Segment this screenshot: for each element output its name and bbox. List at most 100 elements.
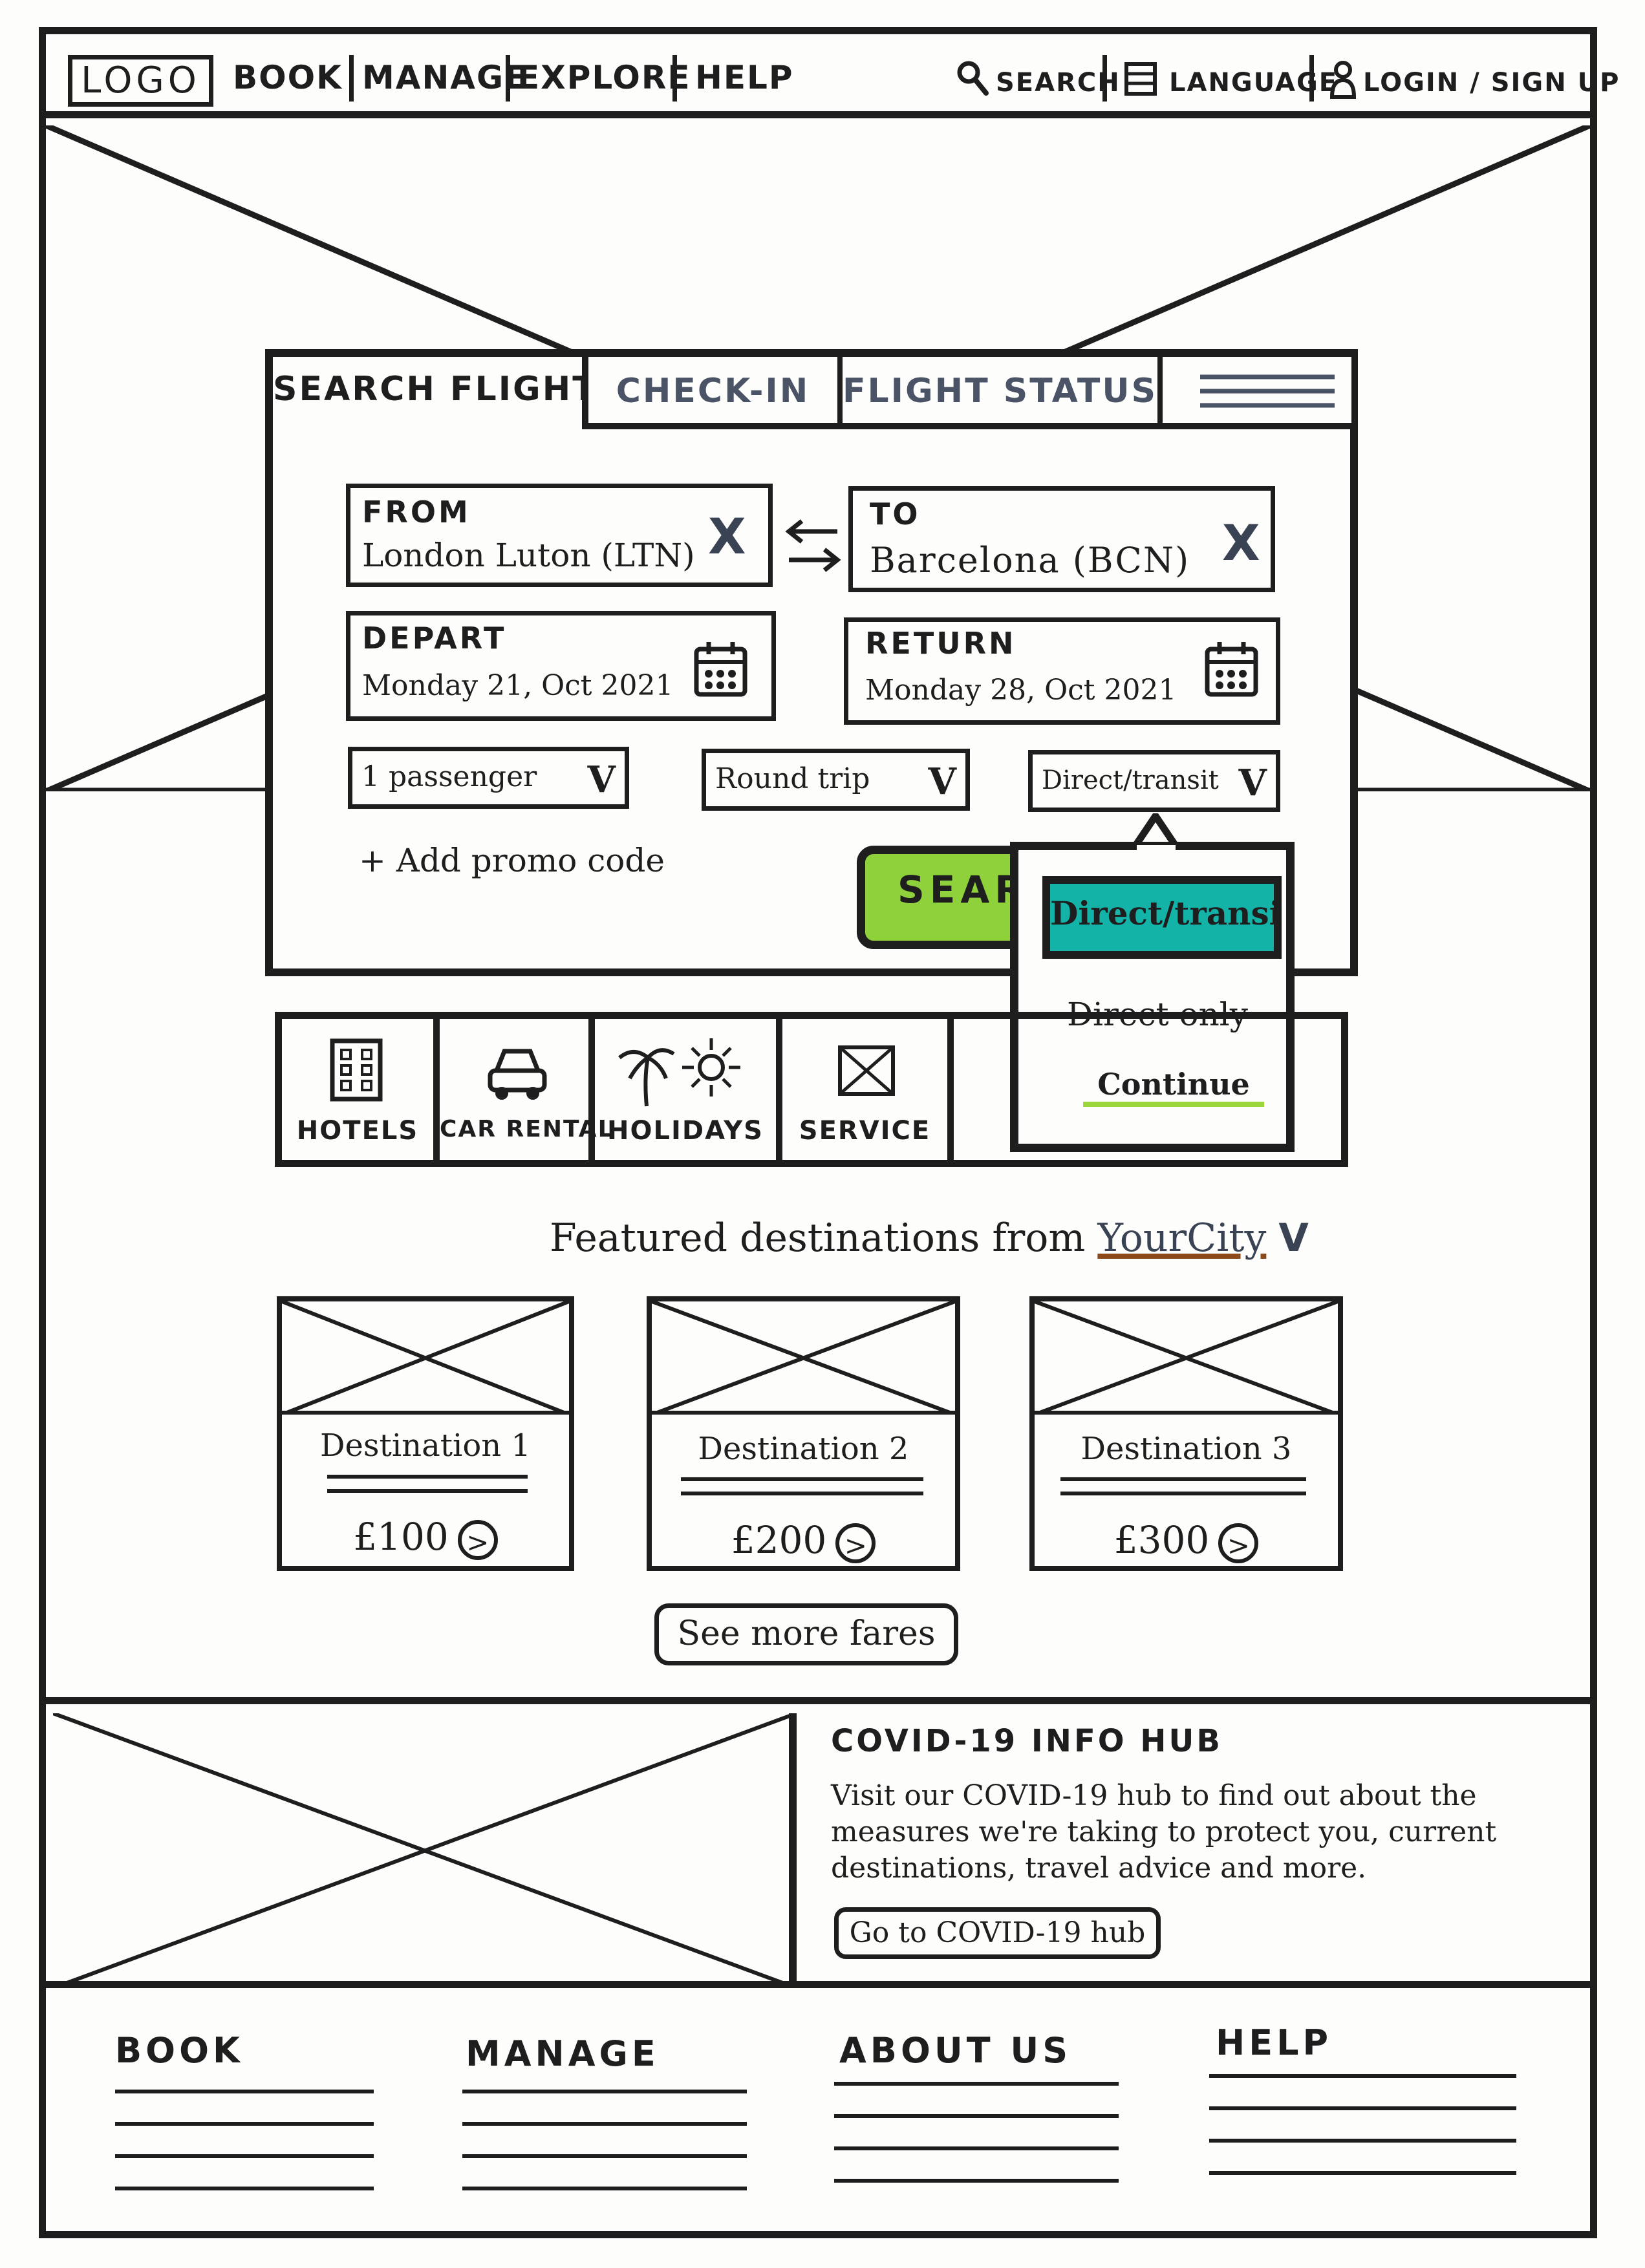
destination-name: Destination 2: [698, 1431, 909, 1467]
footer-heading-about-us[interactable]: ABOUT US: [839, 2030, 1072, 2071]
tab-divider: [1157, 357, 1163, 429]
nav-divider: [1309, 55, 1314, 102]
destination-card[interactable]: Destination 1 £100>: [277, 1296, 574, 1571]
destination-card[interactable]: Destination 2 £200>: [647, 1296, 960, 1571]
clear-to-icon[interactable]: X: [1222, 514, 1260, 572]
passenger-select[interactable]: 1 passenger V: [348, 747, 629, 809]
add-promo-code-link[interactable]: + Add promo code: [359, 842, 665, 879]
footer-heading-manage[interactable]: MANAGE: [466, 2033, 660, 2074]
footer-link-line[interactable]: [1209, 2139, 1516, 2143]
trip-type-select[interactable]: Round trip V: [702, 749, 970, 811]
nav-divider: [1102, 55, 1107, 102]
footer-link-line[interactable]: [834, 2179, 1119, 2183]
arrow-right-icon[interactable]: >: [835, 1523, 876, 1563]
covid-image-placeholder: [53, 1713, 797, 1988]
trip-type-select-value: Round trip: [715, 762, 870, 795]
swap-icon[interactable]: [782, 517, 844, 575]
service-service[interactable]: SERVICE: [782, 1019, 954, 1160]
service-label: SERVICE: [799, 1116, 931, 1146]
dropdown-pointer-join: [1137, 845, 1176, 854]
clear-from-icon[interactable]: X: [708, 508, 746, 565]
tab-check-in[interactable]: CHECK-IN: [616, 372, 810, 411]
search-icon[interactable]: [956, 59, 989, 98]
menu-icon[interactable]: [1196, 372, 1339, 417]
calendar-icon[interactable]: [693, 640, 748, 698]
destination-card[interactable]: Destination 3 £300>: [1029, 1296, 1343, 1571]
destination-name: Destination 1: [320, 1428, 531, 1464]
footer-link-line[interactable]: [462, 2122, 747, 2126]
from-value[interactable]: London Luton (LTN): [362, 537, 695, 574]
depart-label: DEPART: [362, 621, 507, 656]
chevron-down-icon[interactable]: V: [1278, 1215, 1309, 1261]
footer-link-line[interactable]: [462, 2187, 747, 2190]
tab-strip: [582, 357, 1351, 429]
page-frame: [39, 27, 1597, 2238]
footer-link-line[interactable]: [115, 2154, 374, 2158]
arrow-right-icon[interactable]: >: [457, 1519, 498, 1560]
text-line: [1060, 1492, 1306, 1495]
destination-image-placeholder: [1035, 1301, 1338, 1415]
covid-info-section: [46, 1697, 1590, 1988]
service-label: CAR RENTAL: [440, 1116, 614, 1142]
text-line: [1060, 1477, 1306, 1481]
text-line: [327, 1489, 528, 1493]
from-field[interactable]: [346, 484, 773, 587]
car-icon: [485, 1045, 550, 1103]
service-holidays[interactable]: HOLIDAYS: [595, 1019, 782, 1160]
see-more-fares-button[interactable]: See more fares: [654, 1603, 958, 1665]
dropdown-continue-link[interactable]: Continue: [1083, 1067, 1264, 1107]
nav-manage[interactable]: MANAGE: [362, 59, 528, 96]
depart-value[interactable]: Monday 21, Oct 2021: [362, 669, 674, 702]
footer-link-line[interactable]: [115, 2090, 374, 2093]
to-value[interactable]: Barcelona (BCN): [870, 540, 1190, 581]
footer-link-line[interactable]: [462, 2154, 747, 2158]
footer-link-line[interactable]: [834, 2114, 1119, 2118]
to-label: TO: [870, 497, 921, 531]
stops-select[interactable]: Direct/transit V: [1028, 750, 1280, 812]
footer-heading-book[interactable]: BOOK: [115, 2030, 244, 2071]
dropdown-option-direct-transit[interactable]: Direct/transit: [1042, 876, 1282, 959]
user-icon[interactable]: [1329, 59, 1357, 100]
tab-search-flights[interactable]: SEARCH FLIGHTS: [273, 357, 621, 428]
nav-login-signup[interactable]: LOGIN / SIGN UP: [1363, 68, 1620, 98]
to-field[interactable]: [848, 486, 1275, 592]
footer-heading-help[interactable]: HELP: [1216, 2022, 1333, 2063]
services-bar: [275, 1012, 1348, 1167]
footer-link-line[interactable]: [462, 2090, 747, 2093]
palm-sun-icon: [614, 1032, 757, 1109]
calendar-icon[interactable]: [1204, 640, 1259, 698]
chevron-down-icon: V: [587, 758, 616, 801]
from-label: FROM: [362, 495, 471, 530]
footer-link-line[interactable]: [1209, 2106, 1516, 2110]
logo[interactable]: LOGO: [68, 55, 213, 107]
service-label: HOTELS: [296, 1116, 419, 1146]
destination-image-placeholder: [652, 1301, 955, 1415]
nav-explore[interactable]: EXPLORE: [517, 59, 691, 96]
passenger-select-value: 1 passenger: [361, 760, 537, 793]
go-to-covid-hub-button[interactable]: Go to COVID-19 hub: [834, 1907, 1161, 1959]
covid-title: COVID-19 INFO HUB: [831, 1723, 1223, 1759]
footer-link-line[interactable]: [115, 2187, 374, 2190]
footer-link-line[interactable]: [1209, 2171, 1516, 2175]
tab-flight-status[interactable]: FLIGHT STATUS: [843, 372, 1158, 411]
service-car-rental[interactable]: CAR RENTAL: [440, 1019, 614, 1160]
depart-field[interactable]: [346, 611, 776, 721]
nav-search[interactable]: SEARCH: [996, 68, 1121, 98]
nav-book[interactable]: BOOK: [233, 59, 343, 96]
nav-help[interactable]: HELP: [695, 59, 794, 96]
footer-link-line[interactable]: [1209, 2074, 1516, 2078]
arrow-right-icon[interactable]: >: [1218, 1523, 1259, 1563]
nav-divider: [672, 55, 677, 102]
image-placeholder-icon: [837, 1045, 896, 1097]
footer-link-line[interactable]: [834, 2146, 1119, 2150]
covid-description: Visit our COVID-19 hub to find out about…: [831, 1779, 1497, 1885]
language-icon[interactable]: [1124, 61, 1157, 98]
service-hotels[interactable]: HOTELS: [282, 1019, 440, 1160]
nav-language[interactable]: LANGUAGE: [1169, 68, 1339, 98]
footer-link-line[interactable]: [115, 2122, 374, 2126]
footer-link-line[interactable]: [834, 2082, 1119, 2086]
return-value[interactable]: Monday 28, Oct 2021: [865, 674, 1177, 707]
price-value: £200: [731, 1518, 827, 1562]
nav-divider: [506, 55, 510, 102]
city-selector[interactable]: YourCity: [1097, 1215, 1267, 1261]
